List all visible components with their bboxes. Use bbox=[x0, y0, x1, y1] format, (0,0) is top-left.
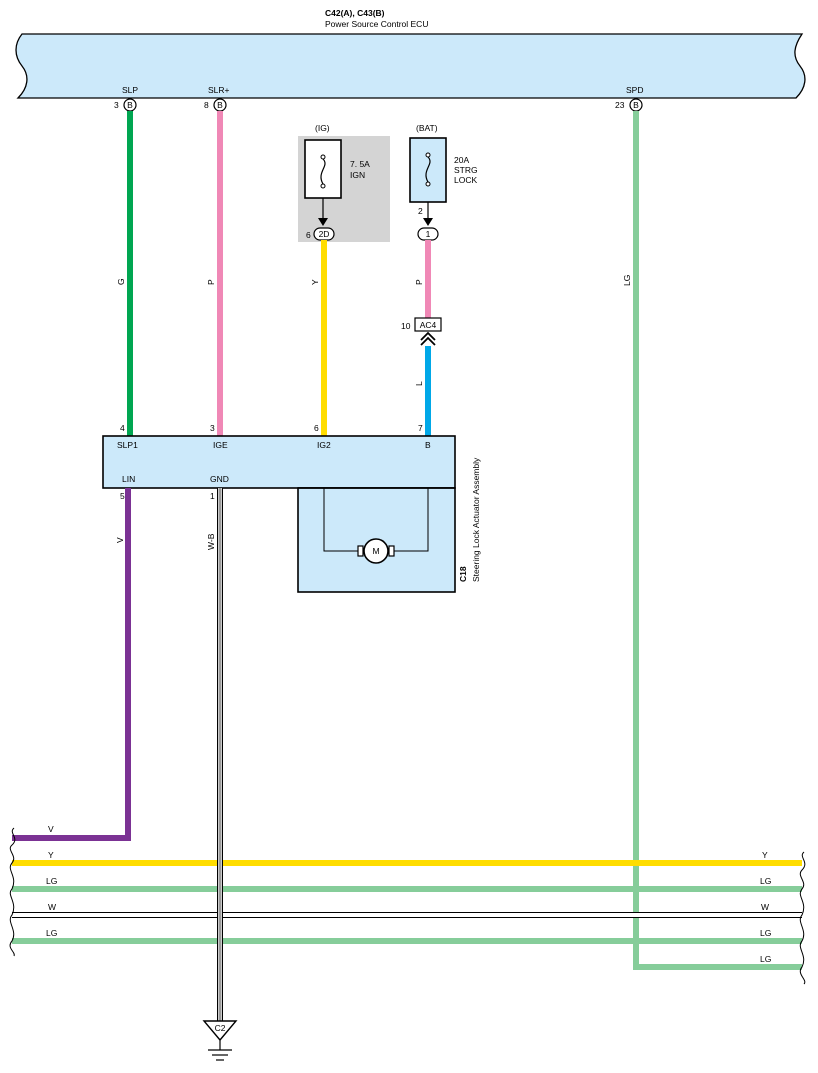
actuator-code: C18 bbox=[458, 566, 468, 582]
actuator-pin-4-number: 7 bbox=[418, 423, 423, 433]
bus-left-label-5: LG bbox=[46, 928, 57, 938]
fuse-bat-connector-label: 1 bbox=[426, 229, 431, 239]
bus-left-label-3: LG bbox=[46, 876, 57, 886]
actuator-pin-2-number: 3 bbox=[210, 423, 215, 433]
ecu-pin-slr-number: 8 bbox=[204, 100, 209, 110]
ecu-pin-slr-name: SLR+ bbox=[208, 85, 230, 95]
wire-v[interactable] bbox=[12, 488, 131, 841]
actuator-name: Steering Lock Actuator Assembly bbox=[471, 457, 481, 582]
actuator-motor-circuit bbox=[323, 488, 429, 564]
actuator-pin-3-name: IG2 bbox=[317, 440, 331, 450]
wire-lg-spd-label: LG bbox=[622, 275, 632, 286]
bus-left-label-4: W bbox=[48, 902, 56, 912]
wire-p-bat-label: P bbox=[414, 279, 424, 285]
ecu-connector-title: C42(A), C43(B) bbox=[325, 8, 385, 18]
wire-v-label: V bbox=[115, 537, 125, 543]
actuator-pin-gnd-name: GND bbox=[210, 474, 229, 484]
actuator-pin-gnd-number: 1 bbox=[210, 491, 215, 501]
bus-right-label-5: LG bbox=[760, 954, 771, 964]
junction-connector bbox=[414, 317, 442, 332]
actuator-pin-4-name: B bbox=[425, 440, 431, 450]
bus-left-label-2: Y bbox=[48, 850, 54, 860]
ecu-pin-spd-connector: B bbox=[633, 100, 639, 110]
motor-icon bbox=[363, 538, 389, 564]
bus-right-label-2: LG bbox=[760, 876, 771, 886]
ecu-pin-spd: SPD 23 B bbox=[615, 85, 643, 112]
ecu-pin-spd-number: 23 bbox=[615, 100, 625, 110]
fuse-bat-arrow bbox=[423, 218, 433, 226]
ecu-pin-slr-connector: B bbox=[217, 100, 223, 110]
bus-break-right bbox=[799, 851, 806, 985]
wire-g-label: G bbox=[116, 278, 126, 285]
ecu-pin-slp-number: 3 bbox=[114, 100, 119, 110]
bus-right-label-1: Y bbox=[762, 850, 768, 860]
actuator-pin-lin-number: 5 bbox=[120, 491, 125, 501]
actuator-pin-1-name: SLP1 bbox=[117, 440, 138, 450]
ecu-pin-slp: SLP 3 B bbox=[114, 85, 138, 112]
fuse-ig-rating: 7. 5A bbox=[350, 159, 370, 169]
fuse-ig-name: IGN bbox=[350, 170, 365, 180]
motor-label: M bbox=[372, 546, 379, 556]
bus-left-label-1: V bbox=[48, 824, 54, 834]
fuse-bat-name-2: LOCK bbox=[454, 175, 477, 185]
fuse-ig-arrow bbox=[318, 218, 328, 226]
fuse-ig-connector-label: 2D bbox=[319, 229, 330, 239]
bus-right-label-3: W bbox=[761, 902, 769, 912]
actuator-pin-lin-name: LIN bbox=[122, 474, 135, 484]
actuator-pin-1-number: 4 bbox=[120, 423, 125, 433]
fuse-bat-symbol bbox=[425, 152, 431, 187]
wire-p-slr-label: P bbox=[206, 279, 216, 285]
actuator-top-box bbox=[102, 435, 456, 489]
junction-chevron bbox=[420, 331, 436, 346]
actuator-pin-3-number: 6 bbox=[314, 423, 319, 433]
wire-l-label: L bbox=[414, 381, 424, 386]
actuator[interactable] bbox=[102, 435, 456, 593]
ecu-pin-slp-connector: B bbox=[127, 100, 133, 110]
fuse-bat-name-1: STRG bbox=[454, 165, 478, 175]
ground-triangle[interactable] bbox=[202, 1020, 238, 1042]
fuse-ig-source: (IG) bbox=[315, 123, 330, 133]
wire-y-ig-label: Y bbox=[310, 279, 320, 285]
wire-lg-spd[interactable] bbox=[633, 111, 802, 970]
fuse-bat-box[interactable] bbox=[409, 137, 447, 203]
ecu-pin-spd-name: SPD bbox=[626, 85, 643, 95]
fuse-ig-pin: 6 bbox=[306, 230, 311, 240]
ecu-box[interactable] bbox=[15, 33, 806, 99]
ground-icon bbox=[208, 1040, 232, 1061]
fuse-bat-source: (BAT) bbox=[416, 123, 438, 133]
ecu-name: Power Source Control ECU bbox=[325, 19, 428, 29]
fuse-bat-rating: 20A bbox=[454, 155, 469, 165]
bus-right-label-4: LG bbox=[760, 928, 771, 938]
actuator-pin-2-name: IGE bbox=[213, 440, 228, 450]
junction-connector-label: AC4 bbox=[420, 320, 437, 330]
wire-wb-label: W-B bbox=[206, 533, 216, 550]
ecu-pin-slp-name: SLP bbox=[122, 85, 138, 95]
fuse-ig-symbol bbox=[320, 154, 326, 189]
fuse-bat-pin: 2 bbox=[418, 206, 423, 216]
junction-pin: 10 bbox=[401, 321, 411, 331]
ground-label: C2 bbox=[215, 1023, 226, 1033]
bus-break-left bbox=[9, 827, 16, 957]
